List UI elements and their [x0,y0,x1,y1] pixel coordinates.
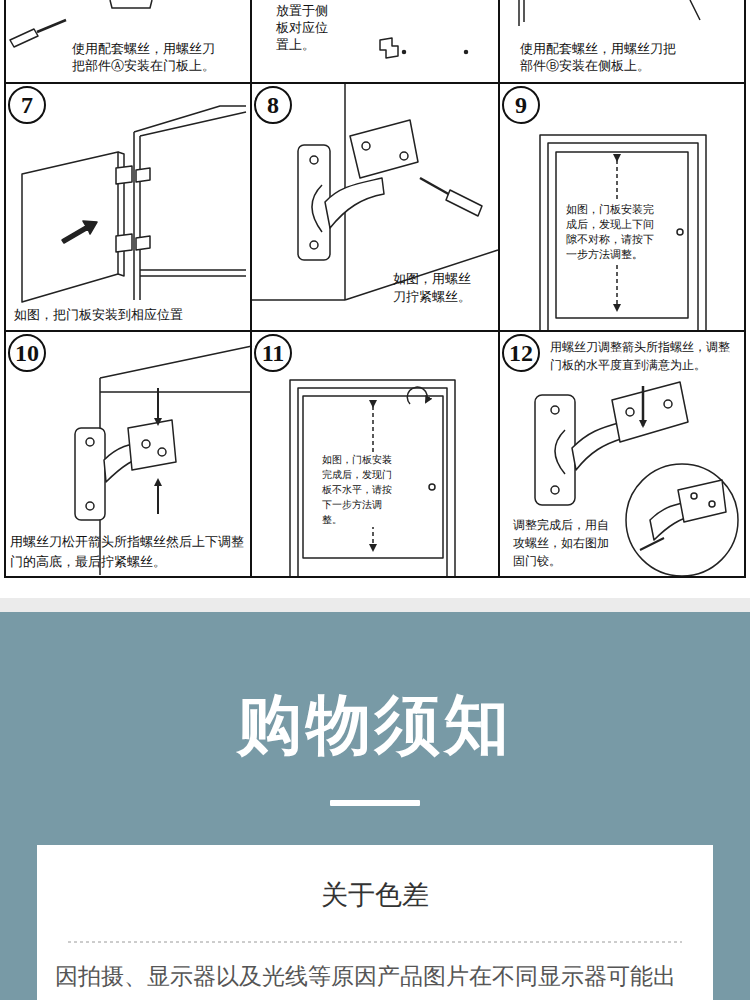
card-heading: 关于色差 [37,877,713,913]
step-panel: 使用配套螺丝，用螺丝刀把部件Ⓑ安装在侧板上。 [498,0,746,84]
step-number: 9 [502,86,540,124]
notice-card: 关于色差因拍摄、显示器以及光线等原因产品图片在不同显示器可能出 [37,845,713,1000]
instruction-text: 使用配套螺丝，用螺丝刀把部件Ⓑ安装在侧板上。 [520,40,682,74]
instruction-text: 如图，用螺丝刀拧紧螺丝。 [393,270,479,306]
step-panel: 放置于侧板对应位置上。 [250,0,500,84]
card-body: 因拍摄、显示器以及光线等原因产品图片在不同显示器可能出 [55,961,676,991]
notice-band: 购物须知关于色差因拍摄、显示器以及光线等原因产品图片在不同显示器可能出 [0,612,750,1000]
instruction-text: 如图，门板安装完成后，发现门板不水平，请按下一步方法调整。 [322,452,394,527]
step-panel: 使用配套螺丝，用螺丝刀把部件Ⓐ安装在门板上。 [4,0,252,84]
step-panel: 12 用螺丝刀调整箭头所指螺丝，调整门板的水平度直到满意为止。调整完成后，用自攻螺… [498,330,746,578]
instruction-text: 调整完成后，用自攻螺丝，如右图加固门铰。 [513,516,611,570]
step-number: 11 [254,334,292,372]
step-panel: 10 用螺丝刀松开箭头所指螺丝然后上下调整门的高底，最后拧紧螺丝。 [4,330,252,578]
instruction-text: 如图，把门板安装到相应位置 [14,306,242,323]
step-number: 8 [254,86,292,124]
step-number: 12 [502,334,540,372]
step-panel: 8 如图，用螺丝刀拧紧螺丝。 [250,82,500,332]
instruction-text: 使用配套螺丝，用螺丝刀把部件Ⓐ安装在门板上。 [72,40,224,74]
section-title: 购物须知 [0,686,750,763]
instruction-text: 用螺丝刀松开箭头所指螺丝然后上下调整门的高底，最后拧紧螺丝。 [10,532,246,572]
step-panel: 7 如图，把门板安装到相应位置 [4,82,252,332]
step-number: 7 [8,86,46,124]
step-panel: 11 如图，门板安装完成后，发现门板不水平，请按下一步方法调整。 [250,330,500,578]
step-panel: 9 如图，门板安装完成后，发现上下间隙不对称，请按下一步方法调整。 [498,82,746,332]
instruction-text: 放置于侧板对应位置上。 [276,2,334,53]
instruction-text: 用螺丝刀调整箭头所指螺丝，调整门板的水平度直到满意为止。 [550,338,740,374]
instruction-text: 如图，门板安装完成后，发现上下间隙不对称，请按下一步方法调整。 [566,202,658,262]
step-number: 10 [8,334,46,372]
